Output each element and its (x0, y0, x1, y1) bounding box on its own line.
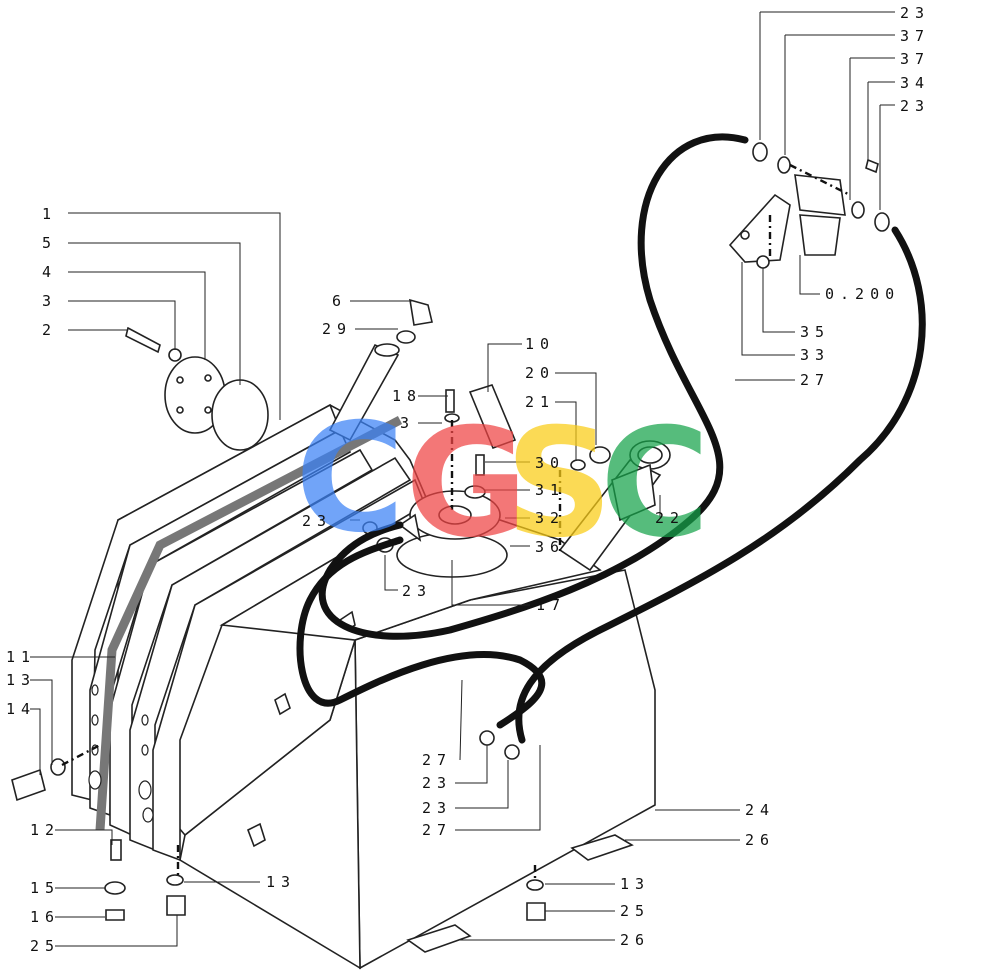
callout-labels: 23 37 37 34 23 1 5 4 3 2 6 29 10 18 3 20… (6, 4, 930, 955)
bracket-10 (468, 384, 517, 450)
callout-13-a: 13 (6, 671, 36, 689)
callout-36: 36 (535, 538, 565, 556)
filler-cap (396, 298, 433, 344)
callout-16: 16 (30, 908, 60, 926)
callout-25-b: 25 (620, 902, 650, 920)
callout-20: 20 (525, 364, 555, 382)
callout-13-b: 13 (266, 873, 296, 891)
callout-27-c: 27 (422, 821, 452, 839)
fuel-tank (71, 403, 656, 970)
callout-29: 29 (322, 320, 352, 338)
callout-21: 21 (525, 393, 555, 411)
callout-24: 24 (745, 801, 775, 819)
callout-0200: 0.200 (825, 285, 900, 303)
callout-23-b: 23 (900, 97, 930, 115)
callout-5: 5 (42, 234, 57, 252)
callout-23-a: 23 (900, 4, 930, 22)
callout-37-b: 37 (900, 50, 930, 68)
callout-17: 17 (536, 596, 566, 614)
callout-26-a: 26 (745, 831, 775, 849)
sender-flange (396, 485, 508, 578)
watermark-letter-3: S (505, 397, 613, 571)
callout-23-d: 23 (402, 582, 432, 600)
callout-23-e: 23 (422, 774, 452, 792)
callout-22: 22 (655, 509, 685, 527)
callout-33: 33 (800, 346, 830, 364)
filler-neck-right (558, 440, 671, 572)
callout-3-a: 3 (42, 292, 57, 310)
callout-6: 6 (332, 292, 347, 310)
callout-35: 35 (800, 323, 830, 341)
callout-14: 14 (6, 700, 36, 718)
callout-11: 11 (6, 648, 36, 666)
leader-lines (30, 11, 895, 947)
callout-31: 31 (535, 481, 565, 499)
watermark-letter-2: G (405, 397, 528, 571)
callout-37-a: 37 (900, 27, 930, 45)
callout-25-a: 25 (30, 937, 60, 955)
watermark: C G S C (295, 392, 710, 571)
callout-23-c: 23 (302, 512, 332, 530)
callout-27-b: 27 (422, 751, 452, 769)
callout-34: 34 (900, 74, 930, 92)
callout-30: 30 (535, 454, 565, 472)
filler-neck-left (328, 343, 400, 442)
callout-27-a: 27 (800, 371, 830, 389)
callout-4: 4 (42, 263, 57, 281)
callout-3-b: 3 (400, 414, 415, 432)
callout-32: 32 (535, 509, 565, 527)
assembly-lines (61, 163, 851, 882)
watermark-letter-4: C (600, 397, 710, 571)
callout-1: 1 (42, 205, 57, 223)
hoses (296, 133, 926, 744)
small-fittings (11, 389, 611, 921)
callout-12: 12 (30, 821, 60, 839)
inspection-cover (125, 326, 269, 451)
callout-15: 15 (30, 879, 60, 897)
callout-26-b: 26 (620, 931, 650, 949)
callout-10: 10 (525, 335, 555, 353)
callout-18: 18 (392, 387, 422, 405)
callout-23-f: 23 (422, 799, 452, 817)
callout-13-c: 13 (620, 875, 650, 893)
fuel-filter (728, 142, 890, 269)
watermark-letter-1: C (295, 392, 405, 566)
callout-2: 2 (42, 321, 57, 339)
